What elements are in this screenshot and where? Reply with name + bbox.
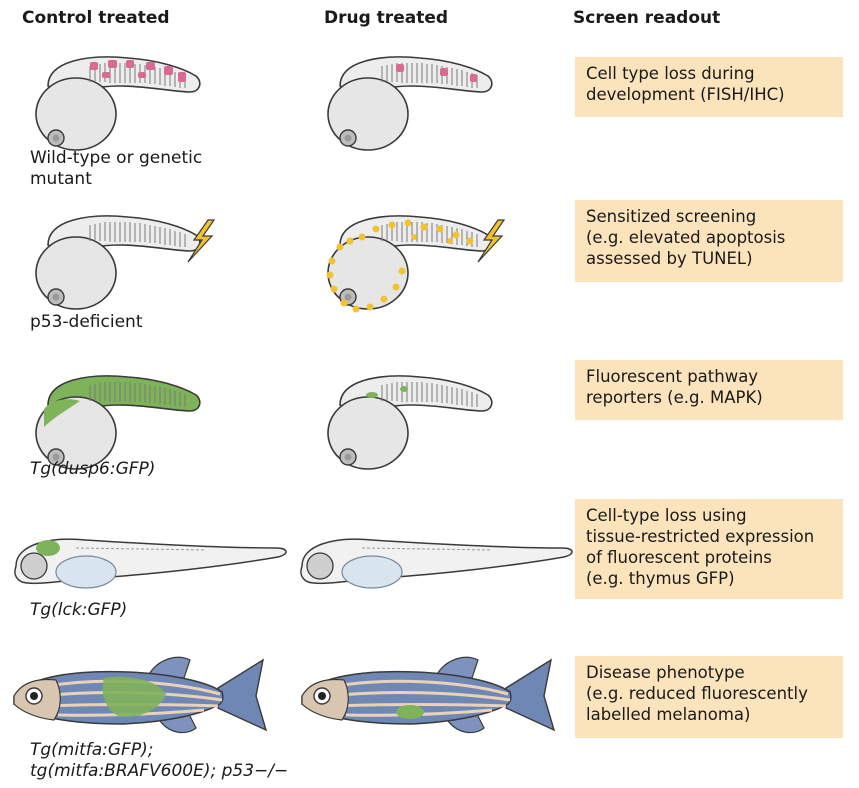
embryo-icon — [326, 215, 493, 313]
embryo-icon — [327, 56, 493, 151]
larva-icon — [14, 538, 287, 589]
adult-fish-icon — [12, 655, 268, 735]
embryo-icon — [35, 56, 201, 151]
adult-fish-icon — [300, 655, 556, 735]
row-label-5: Tg(mitfa:GFP);tg(mitfa:BRAFV600E); p53−/… — [30, 740, 289, 781]
row-label-4: Tg(lck:GFP) — [30, 600, 128, 620]
header-control-treated: Control treated — [22, 8, 170, 28]
header-drug-treated: Drug treated — [324, 8, 449, 28]
embryo-icon — [327, 375, 493, 470]
embryo-icon — [35, 215, 201, 310]
header-screen-readout: Screen readout — [573, 8, 721, 28]
embryo-icon — [35, 375, 201, 470]
readout-box-5: Disease phenotype(e.g. reduced fluoresce… — [575, 656, 843, 738]
readout-box-2: Sensitized screening(e.g. elevated apopt… — [575, 200, 843, 282]
row-label-2: p53-deficient — [30, 312, 143, 332]
row-label-3: Tg(dusp6:GFP) — [30, 459, 156, 479]
larva-icon — [300, 538, 573, 589]
